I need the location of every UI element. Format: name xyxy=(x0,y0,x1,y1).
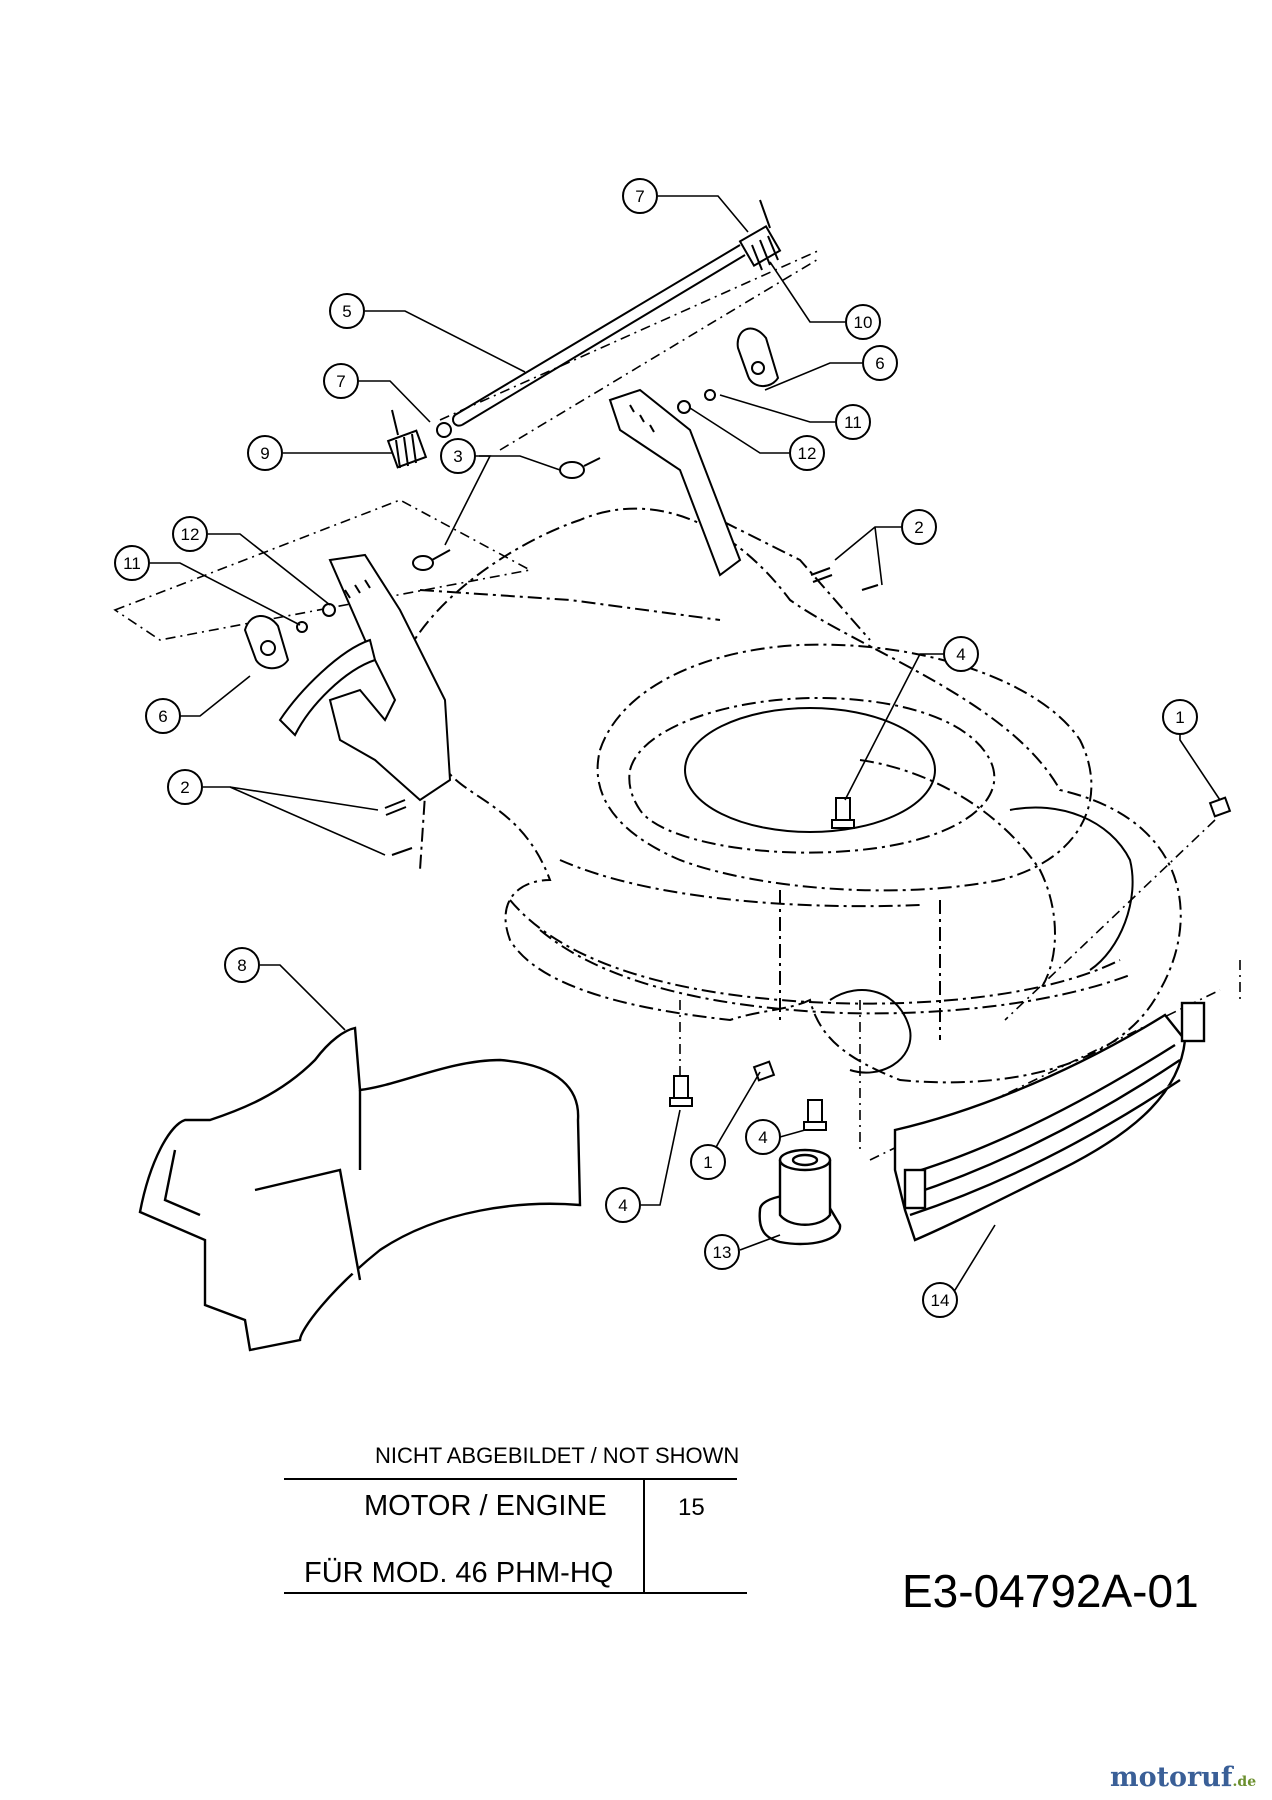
leader-lines xyxy=(150,195,1221,1301)
svg-text:12: 12 xyxy=(181,525,200,544)
svg-text:7: 7 xyxy=(635,187,644,206)
axle-rod xyxy=(452,244,746,427)
callout-9: 9 xyxy=(247,435,283,471)
callout-3: 3 xyxy=(440,438,476,474)
svg-text:11: 11 xyxy=(844,413,862,432)
callout-6-left: 6 xyxy=(145,698,181,734)
watermark-logo: motoruf.de xyxy=(1110,1762,1256,1793)
torsion-spring-right xyxy=(738,199,782,271)
svg-text:2: 2 xyxy=(914,518,923,537)
svg-text:4: 4 xyxy=(618,1196,627,1215)
callout-8: 8 xyxy=(224,947,260,983)
table-column-divider xyxy=(643,1478,645,1594)
height-knob-left xyxy=(243,615,290,670)
torsion-spring-left xyxy=(386,409,428,469)
svg-text:5: 5 xyxy=(342,302,351,321)
table-bottom-rule xyxy=(284,1592,747,1594)
table-top-rule xyxy=(284,1478,737,1480)
table-row-ref: 15 xyxy=(678,1494,705,1521)
callout-1-right: 1 xyxy=(1162,699,1198,735)
svg-text:4: 4 xyxy=(758,1128,767,1147)
callout-5: 5 xyxy=(329,293,365,329)
svg-text:2: 2 xyxy=(180,778,189,797)
blade-adapter xyxy=(758,1148,842,1246)
callout-7-left: 7 xyxy=(323,363,359,399)
drawing-code: E3-04792A-01 xyxy=(902,1565,1199,1617)
callout-13: 13 xyxy=(704,1234,740,1270)
svg-text:7: 7 xyxy=(336,372,345,391)
mower-deck xyxy=(393,507,1182,1084)
callout-10: 10 xyxy=(845,304,881,340)
table-row-label: MOTOR / ENGINE xyxy=(364,1490,607,1522)
height-bracket-left xyxy=(278,553,452,802)
svg-text:11: 11 xyxy=(123,554,141,573)
callout-2-right: 2 xyxy=(901,509,937,545)
svg-text:1: 1 xyxy=(703,1153,712,1172)
not-shown-note: NICHT ABGEBILDET / NOT SHOWN xyxy=(375,1443,740,1468)
rear-flap xyxy=(893,1001,1206,1242)
bolts xyxy=(384,567,1232,1131)
svg-text:10: 10 xyxy=(854,313,873,332)
height-bracket-right xyxy=(608,388,742,577)
callout-4-bottom-left: 4 xyxy=(605,1187,641,1223)
svg-text:8: 8 xyxy=(237,956,246,975)
svg-text:13: 13 xyxy=(713,1243,732,1262)
callout-6-right: 6 xyxy=(862,345,898,381)
deck-details xyxy=(684,707,1134,1074)
svg-text:6: 6 xyxy=(875,354,884,373)
svg-text:9: 9 xyxy=(260,444,269,463)
svg-text:6: 6 xyxy=(158,707,167,726)
watermark-main: motoruf xyxy=(1110,1762,1233,1793)
callout-11-left: 11 xyxy=(114,545,150,581)
callout-7-top: 7 xyxy=(622,178,658,214)
washers-and-pins xyxy=(296,389,716,633)
svg-text:4: 4 xyxy=(956,645,965,664)
callout-4-bottom-right: 4 xyxy=(745,1119,781,1155)
callout-2-left: 2 xyxy=(167,769,203,805)
height-knob-right xyxy=(736,327,780,387)
callout-12-left: 12 xyxy=(172,516,208,552)
svg-text:14: 14 xyxy=(931,1291,950,1310)
svg-text:1: 1 xyxy=(1175,708,1184,727)
callout-12-right: 12 xyxy=(789,435,825,471)
svg-text:3: 3 xyxy=(453,447,462,466)
callouts: 7 10 5 6 7 11 9 3 12 2 12 11 4 6 1 2 8 4… xyxy=(114,178,1198,1318)
model-label: FÜR MOD. 46 PHM-HQ xyxy=(304,1557,614,1589)
callout-11-right: 11 xyxy=(835,404,871,440)
callout-4-top: 4 xyxy=(943,636,979,672)
callout-1-bottom: 1 xyxy=(690,1144,726,1180)
assembly-reference-lines xyxy=(113,249,1241,1161)
svg-text:12: 12 xyxy=(798,444,817,463)
callout-14: 14 xyxy=(922,1282,958,1318)
grass-chute xyxy=(138,1026,582,1352)
watermark-suffix: .de xyxy=(1232,1774,1257,1790)
